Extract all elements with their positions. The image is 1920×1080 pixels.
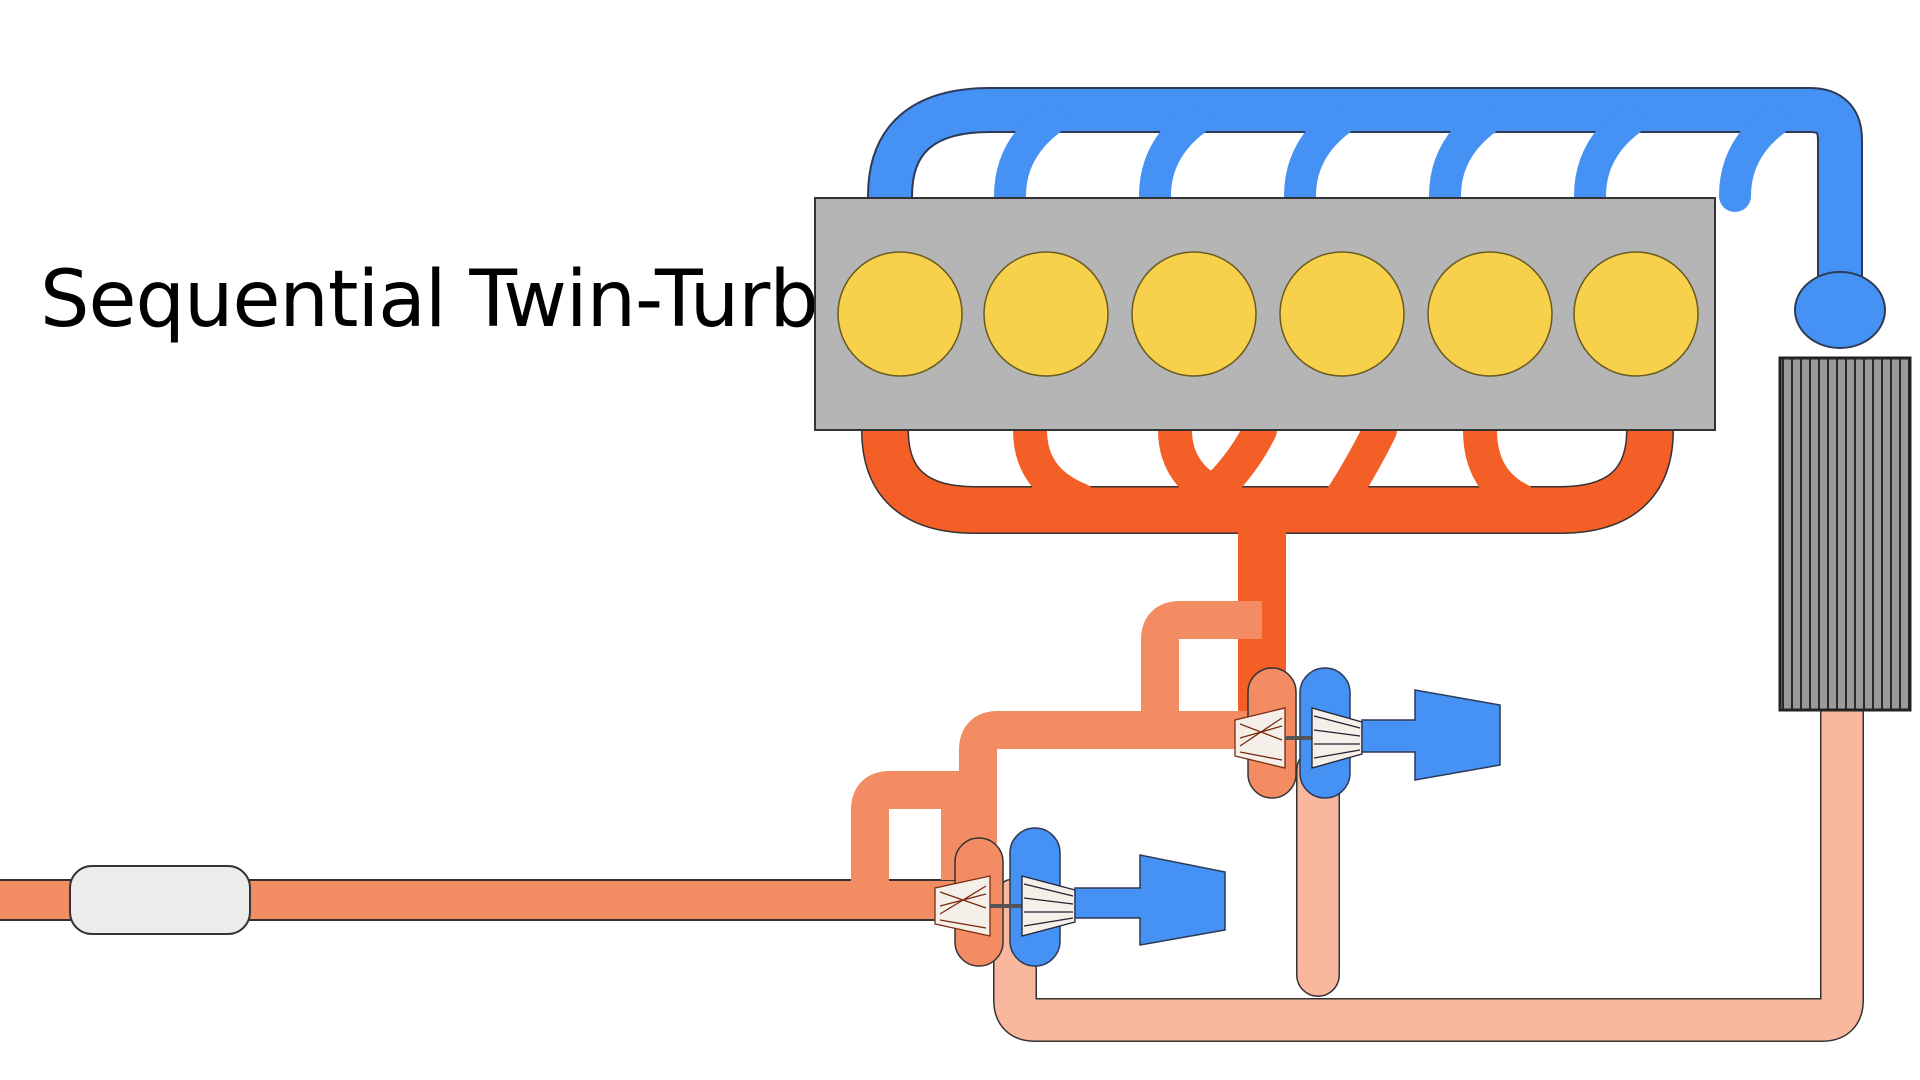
- cylinder-icon: [983, 251, 1109, 377]
- turbine-wheel-icon: [934, 875, 991, 937]
- intake-plenum-bulb: [1794, 271, 1886, 349]
- warm-intake-pipes: [993, 678, 1864, 1042]
- exhaust-manifold: [861, 406, 1674, 534]
- compressor-outlet: [1074, 854, 1226, 946]
- secondary-turbo: [934, 827, 1226, 967]
- intake-runners: [994, 104, 1791, 212]
- title: Sequential Twin-Turbo: [40, 255, 866, 345]
- cylinder-icon: [1279, 251, 1405, 377]
- compressor-outlet: [1361, 689, 1501, 781]
- cylinders: [837, 251, 1699, 377]
- exhaust-runners: [1013, 413, 1537, 517]
- muffler-icon: [69, 865, 251, 935]
- engine-block-icon: [814, 197, 1716, 431]
- cylinder-icon: [1131, 251, 1257, 377]
- intercooler-icon: [1778, 356, 1912, 712]
- exhaust-outlet-pipes: [0, 601, 1262, 921]
- cylinder-icon: [837, 251, 963, 377]
- compressor-wheel-icon: [1021, 875, 1076, 937]
- compressor-wheel-icon: [1311, 707, 1363, 769]
- cylinder-icon: [1427, 251, 1553, 377]
- cylinder-icon: [1573, 251, 1699, 377]
- turbine-wheel-icon: [1234, 707, 1286, 769]
- primary-turbo: [1234, 667, 1501, 799]
- intake-manifold: [867, 87, 1863, 323]
